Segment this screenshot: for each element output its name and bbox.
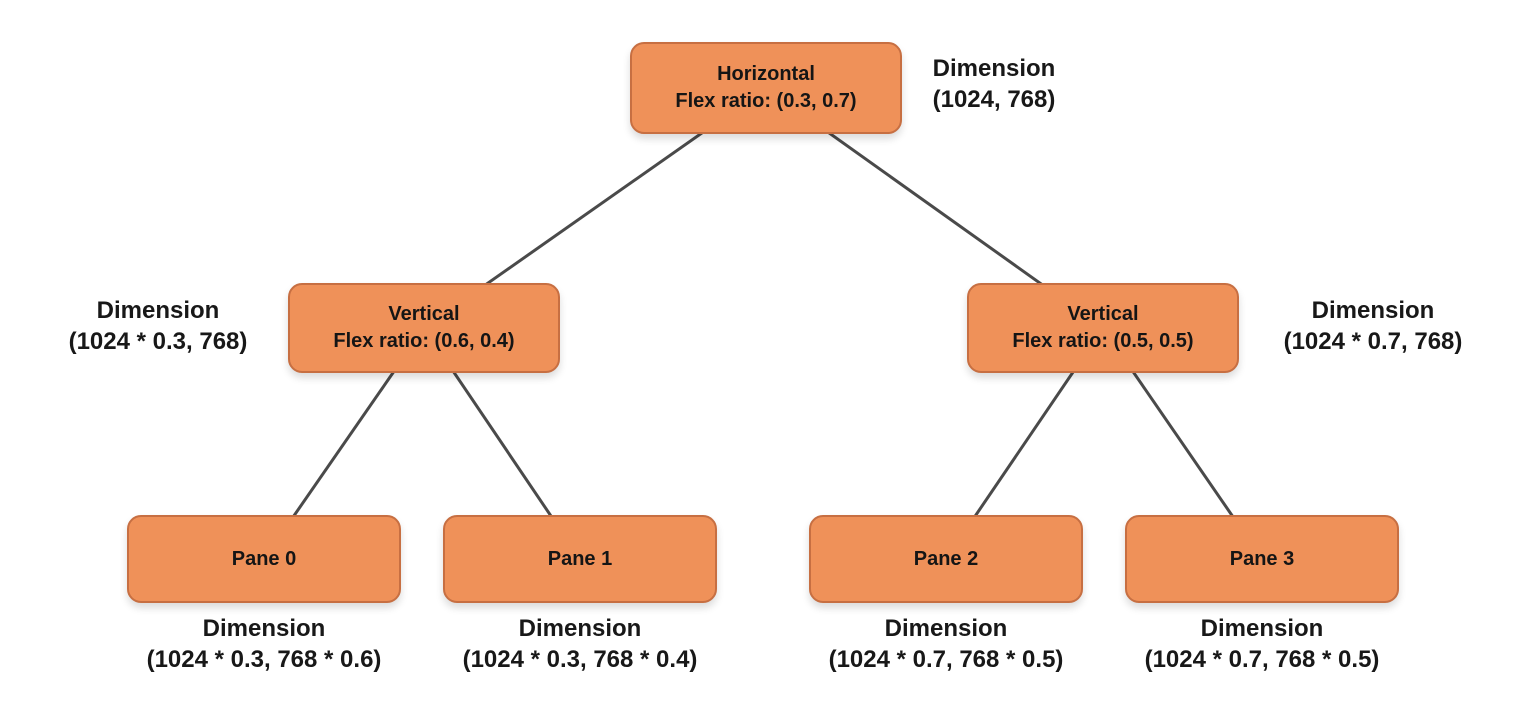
- dimension-label: Dimension: [884, 615, 1008, 642]
- dimension-annotation-root: Dimension (1024, 768): [879, 53, 1109, 115]
- tree-node-pane-1: Pane 1: [443, 515, 717, 603]
- tree-node-right-vertical: Vertical Flex ratio: (0.5, 0.5): [967, 283, 1239, 373]
- tree-node-pane-0: Pane 0: [127, 515, 401, 603]
- dimension-label: Dimension: [96, 297, 220, 324]
- tree-node-pane-2: Pane 2: [809, 515, 1083, 603]
- tree-node-left-vertical: Vertical Flex ratio: (0.6, 0.4): [288, 283, 560, 373]
- node-title: Pane 1: [547, 547, 613, 570]
- dimension-value: (1024 * 0.3, 768): [68, 328, 248, 355]
- dimension-value: (1024 * 0.7, 768): [1283, 328, 1463, 355]
- node-title: Horizontal: [717, 63, 815, 85]
- dimension-label: Dimension: [202, 615, 326, 642]
- dimension-label: Dimension: [932, 55, 1056, 82]
- dimension-value: (1024 * 0.7, 768 * 0.5): [828, 646, 1064, 673]
- dimension-annotation-right: Dimension (1024 * 0.7, 768): [1248, 295, 1498, 357]
- dimension-label: Dimension: [518, 615, 642, 642]
- node-flex-ratio: Flex ratio: (0.5, 0.5): [1012, 330, 1194, 352]
- tree-node-pane-3: Pane 3: [1125, 515, 1399, 603]
- node-title: Pane 3: [1229, 547, 1295, 570]
- node-flex-ratio: Flex ratio: (0.3, 0.7): [675, 90, 857, 112]
- dimension-label: Dimension: [1200, 615, 1324, 642]
- node-flex-ratio: Flex ratio: (0.6, 0.4): [333, 330, 515, 352]
- tree-node-root-horizontal: Horizontal Flex ratio: (0.3, 0.7): [630, 42, 902, 134]
- dimension-label: Dimension: [1311, 297, 1435, 324]
- dimension-annotation-pane-1: Dimension (1024 * 0.3, 768 * 0.4): [415, 613, 745, 675]
- dimension-value: (1024 * 0.3, 768 * 0.6): [146, 646, 382, 673]
- dimension-value: (1024, 768): [932, 86, 1056, 113]
- node-title: Pane 0: [231, 547, 297, 570]
- dimension-annotation-pane-0: Dimension (1024 * 0.3, 768 * 0.6): [99, 613, 429, 675]
- dimension-annotation-pane-2: Dimension (1024 * 0.7, 768 * 0.5): [781, 613, 1111, 675]
- node-title: Vertical: [388, 303, 460, 325]
- dimension-value: (1024 * 0.3, 768 * 0.4): [462, 646, 698, 673]
- dimension-annotation-pane-3: Dimension (1024 * 0.7, 768 * 0.5): [1097, 613, 1427, 675]
- dimension-value: (1024 * 0.7, 768 * 0.5): [1144, 646, 1380, 673]
- dimension-annotation-left: Dimension (1024 * 0.3, 768): [33, 295, 283, 357]
- node-title: Vertical: [1067, 303, 1139, 325]
- node-title: Pane 2: [913, 547, 979, 570]
